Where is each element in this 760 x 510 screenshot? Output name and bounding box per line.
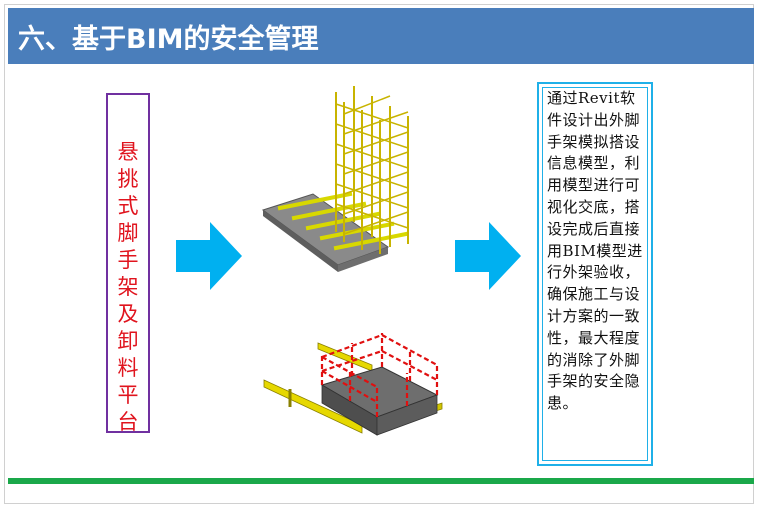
description-text: 通过Revit软件设计出外脚手架模拟搭设信息模型，利用模型进行可视化交底，搭设完… [547, 89, 643, 413]
scaffold-model-illustration [261, 86, 409, 272]
platform-model-illustration [263, 333, 443, 436]
description-box: 通过Revit软件设计出外脚手架模拟搭设信息模型，利用模型进行可视化交底，搭设完… [537, 82, 653, 466]
description-inner-border [542, 87, 648, 461]
page-title: 六、基于BIM的安全管理 [18, 24, 319, 55]
topic-box: 悬挑式脚手架及卸料平台 [106, 93, 150, 434]
topic-label: 悬挑式脚手架及卸料平台 [117, 140, 139, 434]
right-arrow-icon [176, 222, 242, 290]
right-arrow-icon [455, 222, 521, 290]
footer-bar [8, 478, 754, 484]
header-bar: 六、基于BIM的安全管理 [8, 8, 754, 64]
